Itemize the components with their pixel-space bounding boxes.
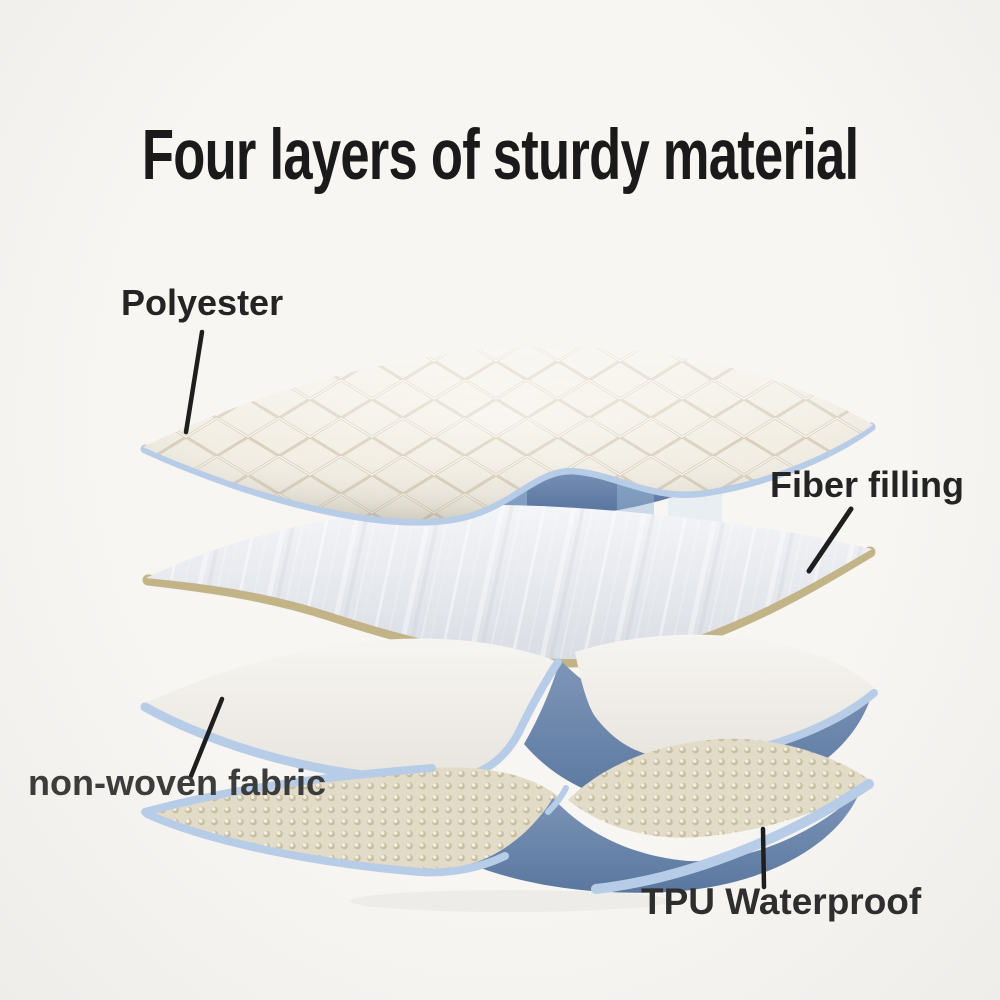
- label-non-woven-fabric: non-woven fabric: [28, 762, 327, 803]
- non-woven-sheet-right: [575, 634, 877, 759]
- polyester-blue-edge: [140, 422, 876, 526]
- page-title: Four layers of sturdy material: [0, 120, 1000, 191]
- label-polyester: Polyester: [121, 282, 284, 323]
- fiber-filling-sheen: [146, 504, 872, 659]
- label-fiber-filling: Fiber filling: [770, 464, 964, 505]
- tpu-sheet-right: [568, 738, 871, 838]
- non-woven-blue-edge-fold: [474, 658, 562, 776]
- label-tpu-waterproof: TPU Waterproof: [641, 881, 922, 922]
- non-woven-leader-line: [188, 696, 225, 779]
- non-woven-sheet-left: [143, 638, 560, 777]
- tpu-blue-edge-bottom-right: [591, 779, 874, 894]
- layer-fiber-filling-graphic: [142, 504, 876, 668]
- page-title-text: Four layers of sturdy material: [141, 115, 859, 195]
- ground-shadow: [350, 890, 670, 912]
- tpu-leader-line: [760, 826, 767, 890]
- polyester-vignette: [143, 346, 873, 520]
- fiber-filling-leader-line: [806, 506, 854, 574]
- leader-lines: [183, 329, 854, 890]
- layer-polyester-graphic: [140, 346, 876, 526]
- polyester-leader-line: [183, 329, 205, 435]
- tpu-blue-edge-fold: [545, 785, 569, 815]
- tpu-blue-edge-top-left: [141, 764, 436, 816]
- layer-non-woven-graphic: [140, 634, 878, 807]
- tpu-blue-edge-bottom-left: [143, 810, 509, 877]
